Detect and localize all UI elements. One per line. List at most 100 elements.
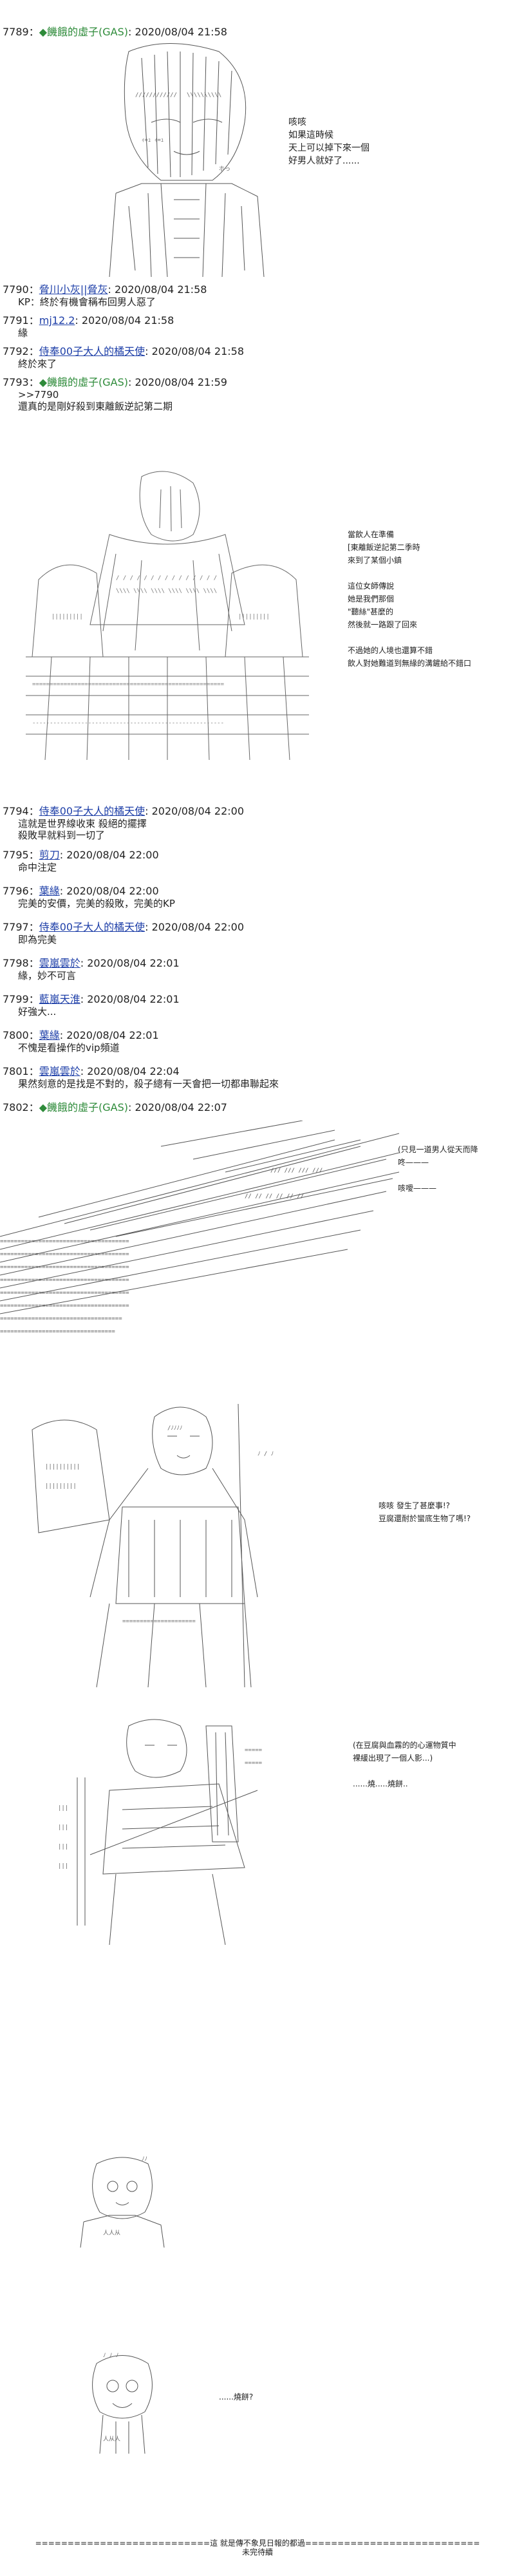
poster-name: ◆饑餓的虛子(GAS) — [39, 376, 129, 388]
svg-text:////////////: //////////// — [135, 92, 177, 99]
post-7797: 7797：侍奉00子大人的橘天使: 2020/08/04 22:00 即為完美 — [3, 921, 512, 945]
post-date: : 2020/08/04 22:00 — [145, 921, 244, 933]
post-number: 7795： — [3, 849, 39, 861]
dialogue-5: (在豆腐與血霧的的心運物質中 裸緩出現了一個人影...) ......燒....… — [353, 1741, 456, 1788]
post-body: 這就是世界線收束 殺絕的擺擇 殺敗早就料到一切了 — [18, 818, 147, 841]
svg-text:==============================: ===================================== — [0, 1238, 129, 1245]
post-7794: 7794：侍奉00子大人的橘天使: 2020/08/04 22:00 這就是世界… — [3, 805, 512, 841]
svg-text:=====: ===== — [245, 1747, 263, 1754]
ascii-art-character-3: ||| ||| ||| ||| ===== ===== — [52, 1713, 322, 1945]
ascii-art-character-1: //////////// \\\\\\\\\\ ｨ=ｭ ｨ=ｭ ホっ — [90, 39, 283, 277]
post-number: 7797： — [3, 921, 39, 933]
post-7789: 7789：◆饑餓的虛子(GAS): 2020/08/04 21:58 — [3, 26, 512, 39]
post-body: 緣，妙不可言 — [18, 970, 77, 981]
post-date: : 2020/08/04 22:01 — [59, 1029, 159, 1041]
post-7802: 7802：◆饑餓的虛子(GAS): 2020/08/04 22:07 — [3, 1101, 512, 1114]
svg-text:人从人: 人从人 — [103, 2436, 120, 2443]
post-date: : 2020/08/04 22:00 — [145, 805, 244, 817]
post-7795: 7795：剪刀: 2020/08/04 22:00 命中注定 — [3, 849, 512, 873]
post-body: 緣 — [18, 327, 28, 339]
post-number: 7794： — [3, 805, 39, 817]
post-number: 7796： — [3, 885, 39, 897]
post-7792: 7792：侍奉00子大人的橘天使: 2020/08/04 21:58 終於來了 — [3, 345, 512, 370]
post-number: 7790： — [3, 283, 39, 296]
post-number: 7792： — [3, 345, 39, 357]
post-date: : 2020/08/04 21:58 — [108, 283, 207, 296]
dialogue-4: 咳咳 發生了甚麼事!? 豆腐還耐於蠻底生物了嗎!? — [379, 1501, 471, 1523]
post-date: : 2020/08/04 22:01 — [80, 957, 180, 969]
svg-text:|||||||||: ||||||||| — [238, 614, 270, 620]
post-body: KP：終於有機會稱布回男人惡了 — [18, 296, 156, 308]
svg-text:/ / / / / / / / / / / / / / /: / / / / / / / / / / / / / / / — [116, 575, 217, 582]
poster-name-link[interactable]: mj12.2 — [39, 314, 75, 327]
svg-text:ホっ: ホっ — [219, 166, 230, 173]
svg-text:==============================: ===================================== — [0, 1264, 129, 1271]
post-number: 7791： — [3, 314, 39, 327]
poster-name-link[interactable]: 葉緣 — [39, 885, 60, 897]
post-footer: ===========================這 就是傳不象見日報的都過… — [35, 2539, 480, 2557]
svg-text:|||||||||: ||||||||| — [52, 614, 83, 620]
svg-text:==============================: ===================================== — [0, 1251, 129, 1258]
post-7796: 7796：葉緣: 2020/08/04 22:00 完美的安價，完美的殺敗，完美… — [3, 885, 512, 909]
poster-name: ◆饑餓的虛子(GAS) — [39, 26, 129, 38]
post-body: 即為完美 — [18, 934, 57, 945]
post-number: 7800： — [3, 1029, 39, 1041]
ascii-art-face-2: ﾉ ﾉ ﾉ 人从人 — [77, 2344, 167, 2454]
svg-text:ﾉﾉ: ﾉﾉ — [142, 2156, 147, 2163]
poster-name-link[interactable]: 侍奉00子大人的橘天使 — [39, 805, 145, 817]
post-body: 終於來了 — [18, 358, 57, 370]
poster-name-link[interactable]: 剪刀 — [39, 849, 60, 861]
post-number: 7789： — [3, 26, 39, 38]
svg-text:==============================: ========================================… — [32, 681, 225, 688]
post-date: : 2020/08/04 21:58 — [128, 26, 227, 38]
dialogue-6: ......燒餅? — [219, 2392, 254, 2401]
post-body: 好強大... — [18, 1006, 57, 1018]
ascii-art-face-1: 人人从 ﾉﾉ — [77, 2151, 167, 2248]
post-date: : 2020/08/04 22:04 — [80, 1065, 180, 1077]
poster-name-link[interactable]: 雲嵐雲於 — [39, 957, 80, 969]
post-date: : 2020/08/04 22:00 — [59, 885, 159, 897]
post-number: 7798： — [3, 957, 39, 969]
post-body: 命中注定 — [18, 862, 57, 873]
post-7799: 7799：藍嵐天淮: 2020/08/04 22:01 好強大... — [3, 993, 512, 1018]
post-body: 完美的安價，完美的殺敗，完美的KP — [18, 898, 175, 909]
poster-name-link[interactable]: 雲嵐雲於 — [39, 1065, 80, 1077]
post-7791: 7791：mj12.2: 2020/08/04 21:58 緣 — [3, 314, 512, 339]
post-date: : 2020/08/04 21:58 — [145, 345, 244, 357]
svg-text:/// /// /// ///: /// /// /// /// — [270, 1168, 323, 1174]
poster-name-link[interactable]: 侍奉00子大人的橘天使 — [39, 921, 145, 933]
svg-text:// // // // // //: // // // // // // — [245, 1193, 304, 1200]
post-date: : 2020/08/04 22:07 — [128, 1101, 227, 1113]
post-date: : 2020/08/04 21:59 — [128, 376, 227, 388]
poster-name: ◆饑餓的虛子(GAS) — [39, 1101, 129, 1113]
post-number: 7799： — [3, 993, 39, 1005]
post-7800: 7800：葉緣: 2020/08/04 22:01 不愧是看操作的vip頻道 — [3, 1029, 512, 1054]
post-date: : 2020/08/04 22:00 — [59, 849, 159, 861]
post-7798: 7798：雲嵐雲於: 2020/08/04 22:01 緣，妙不可言 — [3, 957, 512, 981]
svg-text:==============================: ===================================== — [0, 1277, 129, 1283]
post-number: 7793： — [3, 376, 39, 388]
poster-name-link[interactable]: 脅川小灰||脅灰 — [39, 283, 108, 296]
post-body: 果然刻意的是找是不對的，殺子總有一天會把一切都串聯起來 — [18, 1078, 279, 1090]
svg-text:------------------------------: ----------------------------------------… — [32, 720, 224, 726]
svg-text:ｨ=ｭ ｨ=ｭ: ｨ=ｭ ｨ=ｭ — [142, 137, 164, 144]
svg-text:人人从: 人人从 — [103, 2230, 120, 2237]
poster-name-link[interactable]: 藍嵐天淮 — [39, 993, 80, 1005]
svg-text:|||: ||| — [58, 1805, 68, 1812]
dialogue-2: 當飲人在準備 [東離飯逆記第二季時 來到了某個小鎮 這位女師傳說 她是我們那個 … — [348, 530, 472, 668]
svg-text:|||: ||| — [58, 1844, 68, 1850]
poster-name-link[interactable]: 葉緣 — [39, 1029, 60, 1041]
svg-text:==============================: =================================== — [0, 1316, 122, 1322]
post-number: 7802： — [3, 1101, 39, 1113]
poster-name-link[interactable]: 侍奉00子大人的橘天使 — [39, 345, 145, 357]
ascii-art-speed-lines: ===================================== ==… — [0, 1121, 399, 1352]
svg-text:ﾉ / ﾉ: ﾉ / ﾉ — [258, 1451, 274, 1457]
post-7790: 7790：脅川小灰||脅灰: 2020/08/04 21:58 KP：終於有機會… — [3, 283, 512, 308]
dialogue-1: 咳咳 如果這時候 天上可以掉下來一個 好男人就好了...... — [288, 117, 370, 166]
post-body: 不愧是看操作的vip頻道 — [18, 1042, 120, 1054]
ascii-art-character-2: |||||||||| ||||||||| /ﾉﾉﾉﾉ ﾉ / ﾉ =======… — [26, 1391, 309, 1687]
post-7801: 7801：雲嵐雲於: 2020/08/04 22:04 果然刻意的是找是不對的，… — [3, 1065, 512, 1090]
ascii-art-group-scene: / / / / / / / / / / / / / / / \\\\ \\\\ … — [13, 464, 322, 760]
svg-text:|||||||||: ||||||||| — [45, 1483, 77, 1490]
post-date: : 2020/08/04 21:58 — [75, 314, 174, 327]
